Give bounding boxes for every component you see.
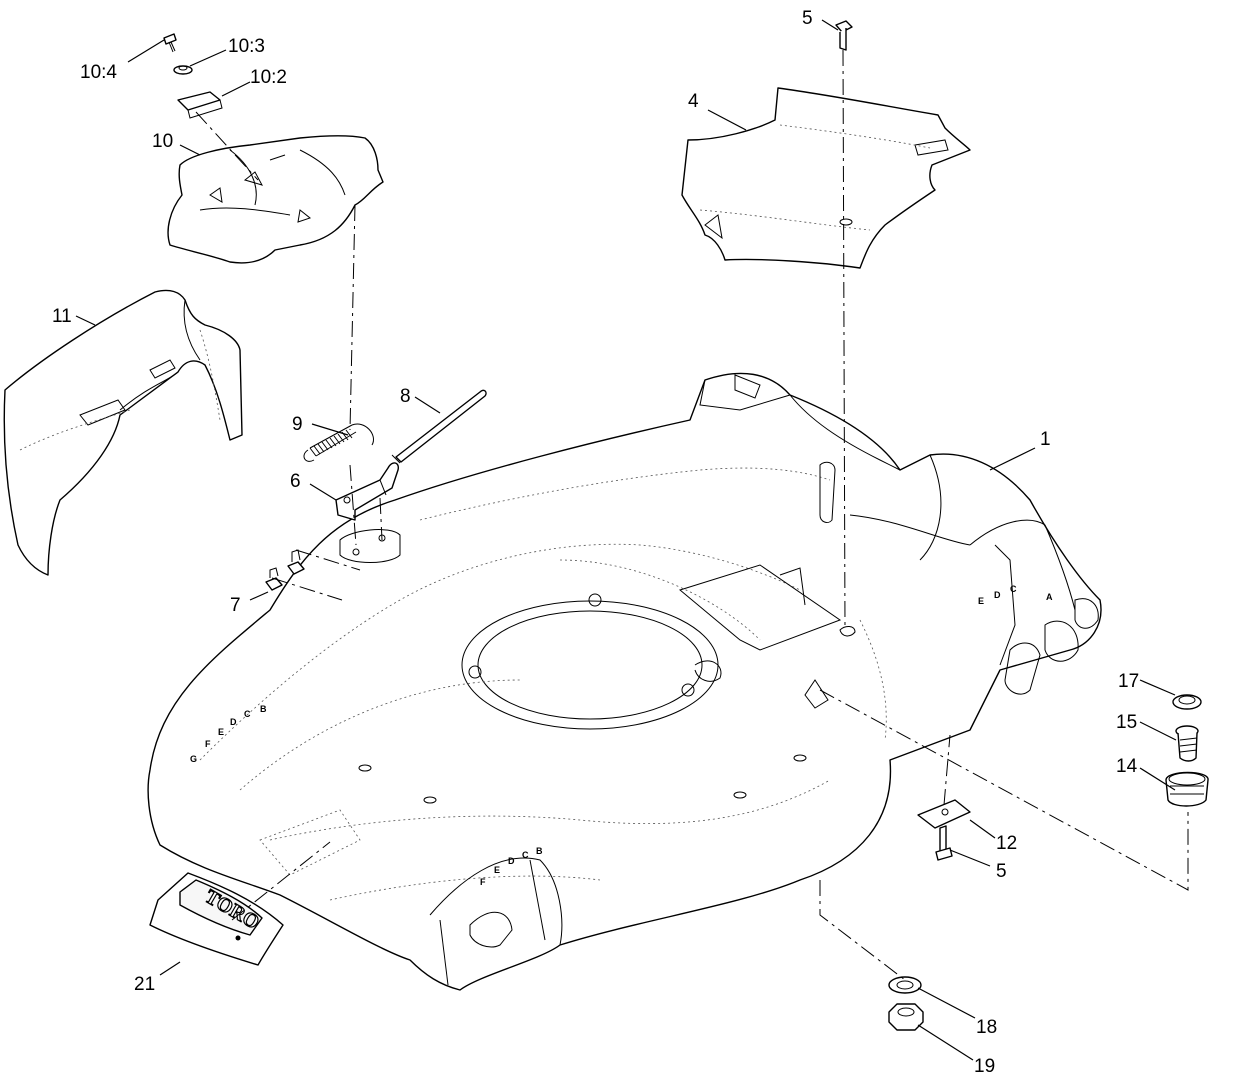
deck-marking: D	[508, 856, 515, 866]
decal-icon: TORO	[149, 872, 284, 966]
deck-marking: B	[536, 846, 543, 856]
deck-marking: F	[480, 877, 486, 887]
spring-icon	[303, 423, 374, 462]
callout-6: 6	[290, 471, 301, 492]
deck-marking: F	[205, 739, 211, 749]
bolt-icon	[935, 825, 953, 861]
deck-marking: C	[522, 850, 529, 860]
deck-marking: E	[978, 596, 984, 606]
plug-icon	[1175, 725, 1199, 762]
bracket-icon	[917, 799, 971, 829]
callout-19: 19	[974, 1056, 995, 1077]
callout-15: 15	[1116, 712, 1137, 733]
callout-14: 14	[1116, 756, 1138, 777]
deck-marking: D	[230, 717, 237, 727]
deck-marking: B	[260, 704, 267, 714]
washer-icon	[888, 976, 922, 994]
leader-lines	[75, 19, 1177, 1061]
side-discharge-cover-icon	[3, 289, 243, 576]
bolt-icon	[265, 567, 283, 591]
callout-12: 12	[996, 833, 1017, 854]
rod-icon	[391, 389, 487, 464]
bracket-icon	[335, 462, 400, 521]
callout-10: 10	[152, 131, 173, 152]
rear-shield-icon	[681, 87, 971, 269]
callout-10-4: 10:4	[80, 62, 117, 83]
callout-21: 21	[134, 974, 155, 995]
callout-10-2: 10:2	[250, 67, 287, 88]
bolt-icon	[835, 20, 853, 51]
callout-10-3: 10:3	[228, 36, 265, 57]
nut-icon	[1165, 771, 1209, 807]
callout-1: 1	[1040, 429, 1051, 450]
deck-marking: G	[190, 754, 197, 764]
callout-18: 18	[976, 1017, 997, 1038]
deflector-icon	[167, 135, 384, 264]
callout-8: 8	[400, 386, 411, 407]
mower-deck-icon: E D C A B C D E F G F E D C B	[147, 372, 1102, 991]
nut-icon	[888, 1003, 924, 1031]
callout-5-top: 5	[802, 8, 813, 29]
deck-marking: C	[1010, 584, 1017, 594]
deck-marking: E	[218, 727, 224, 737]
callout-5-lower: 5	[996, 861, 1007, 882]
callout-7: 7	[230, 595, 241, 616]
washer-icon	[173, 65, 193, 75]
cap-icon	[1172, 694, 1202, 710]
screw-icon	[163, 33, 177, 53]
deck-marking: D	[994, 590, 1001, 600]
deck-marking: E	[494, 865, 500, 875]
callouts: 1 4 5 5 6 7 8 9 10 10:2 10:3 10:4 11 12 …	[52, 8, 1139, 1077]
callout-11: 11	[52, 306, 72, 327]
assembly-lines	[195, 49, 1189, 981]
bolt-icon	[287, 549, 305, 575]
deck-marking: A	[1046, 592, 1053, 602]
callout-9: 9	[292, 414, 303, 435]
callout-4: 4	[688, 91, 699, 112]
deflector-bracket-icon	[177, 91, 223, 119]
callout-17: 17	[1118, 671, 1139, 692]
deck-marking: C	[244, 709, 251, 719]
